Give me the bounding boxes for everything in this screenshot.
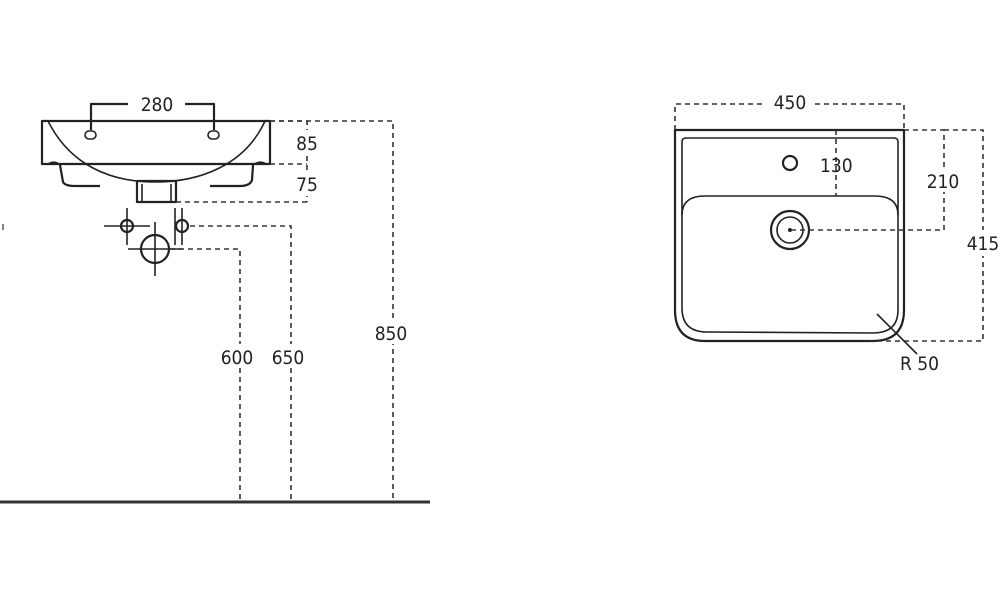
dimension-line-650 [190,225,292,502]
basin-lower-body [58,164,255,188]
top-view: 130 450 210 415 R 50 [673,92,1000,375]
dimension-75-label: 75 [296,174,318,196]
radius-leader-line [876,313,918,355]
dimension-130-label: 130 [820,155,853,177]
dimension-415-label: 415 [967,233,1000,255]
dimension-line-850 [270,120,394,502]
dimension-line-280 [89,102,216,130]
basin-bowl-outline [681,195,899,216]
front-view: 280 85 75 600 650 850 [0,94,430,504]
basin-outer-outline [673,128,906,343]
dimension-600-label: 600 [221,347,254,369]
waste-outlet [135,179,178,204]
basin-bowl-curve [47,120,266,183]
radius-label: R 50 [900,353,939,375]
dimension-210-label: 210 [927,171,960,193]
dimension-850-label: 850 [375,323,408,345]
dimension-line-450 [674,103,905,130]
tap-hole [781,154,799,172]
dimension-line-85-75 [176,120,308,203]
dimension-line-210 [792,129,945,231]
dimension-85-label: 85 [296,133,318,155]
tap-hole-right [207,130,220,140]
tap-hole-left [84,130,97,140]
dimension-line-600 [170,248,241,502]
basin-inner-rim [681,137,899,334]
supply-pipe-right-symbol [174,208,190,245]
dimension-280-label: 280 [141,94,174,116]
supply-pipe-left-symbol [104,208,150,245]
dimension-450-label: 450 [774,92,807,114]
dimension-650-label: 650 [272,347,305,369]
basin-foot-detail [47,161,267,166]
